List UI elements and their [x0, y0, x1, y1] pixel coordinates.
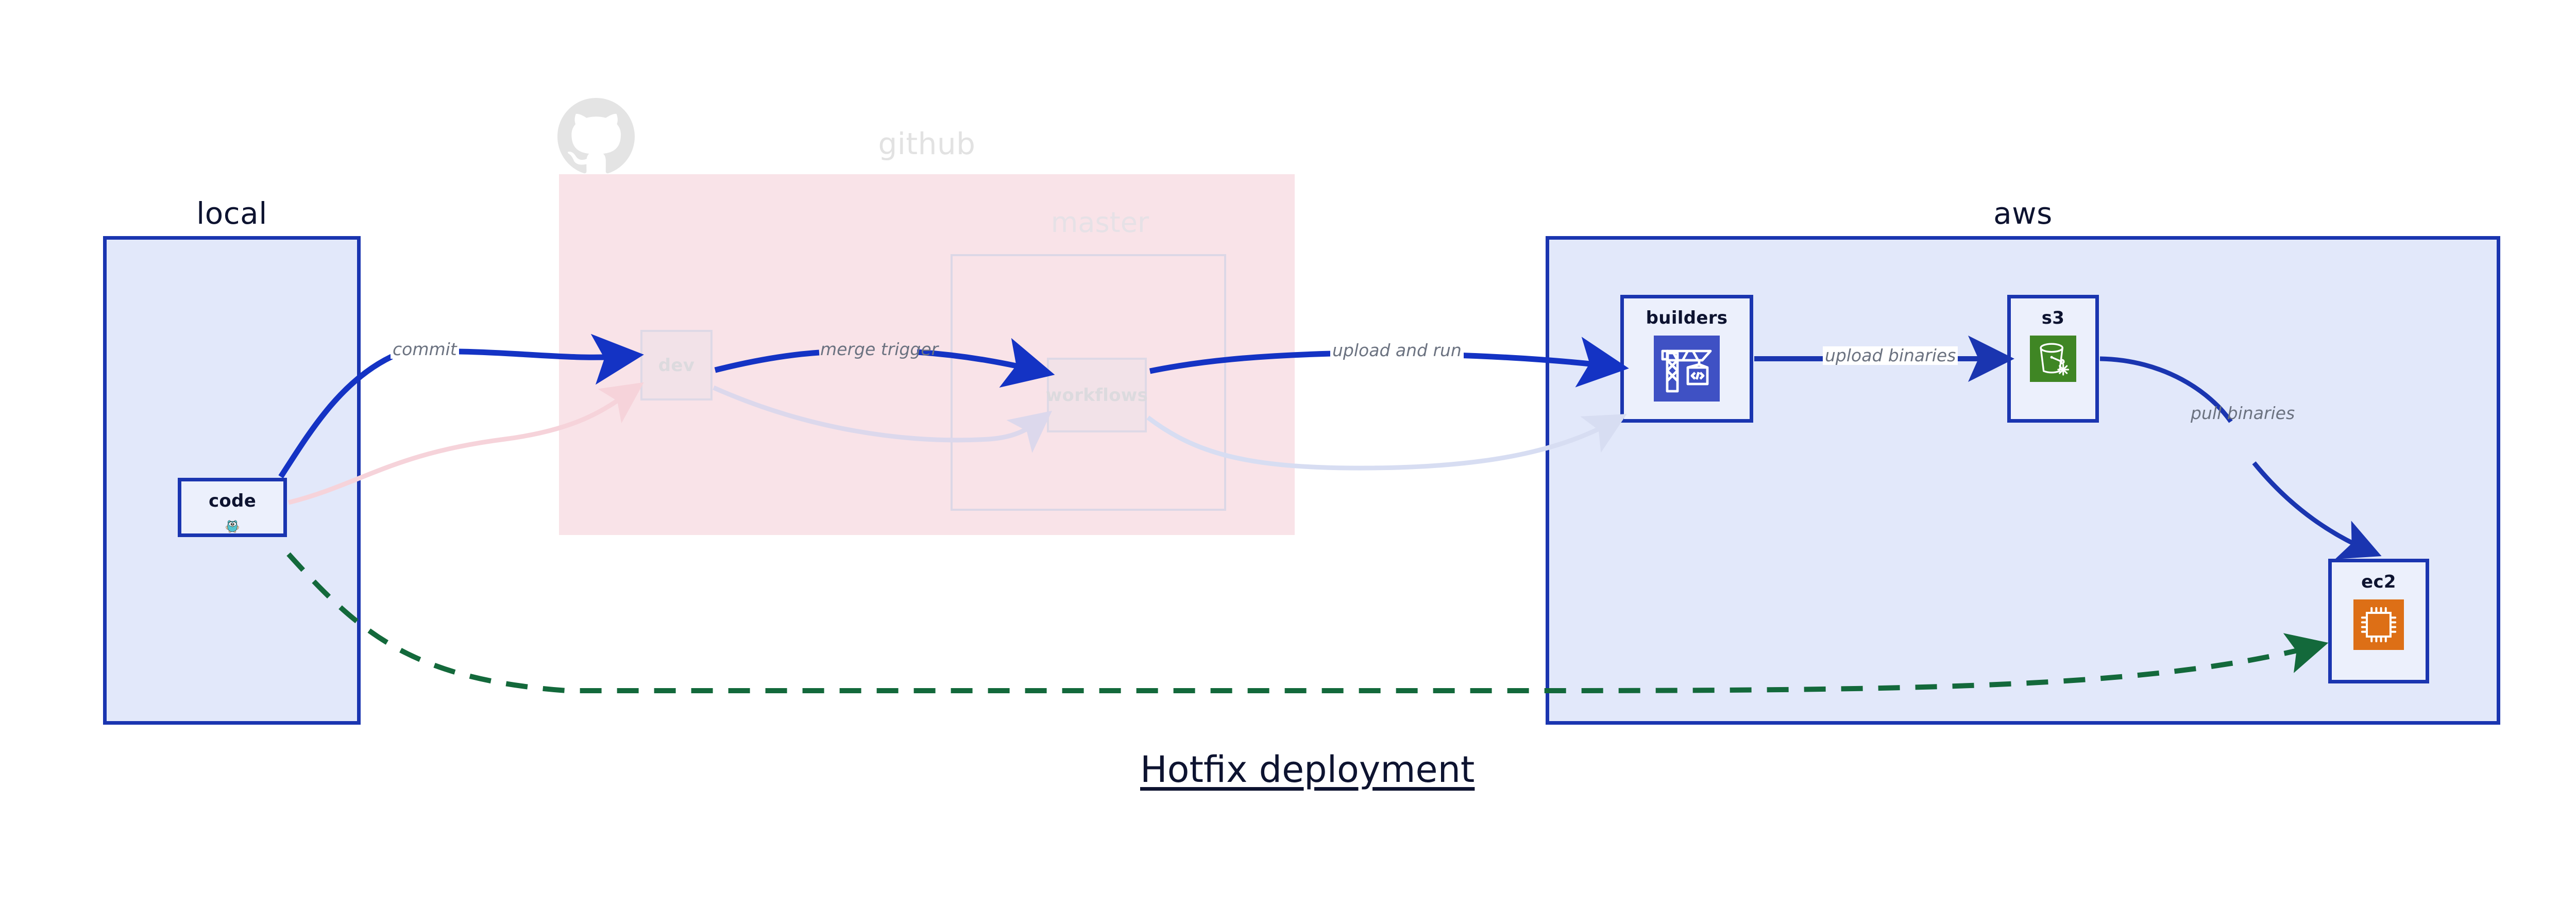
github-octocat-icon [557, 98, 635, 174]
crane-code-icon [1654, 336, 1720, 402]
cpu-chip-icon [2353, 599, 2404, 650]
node-s3[interactable]: s3 [2007, 295, 2099, 423]
node-dev[interactable]: dev [640, 330, 713, 400]
page-title: Hotfix deployment [1140, 748, 1475, 791]
node-s3-label: s3 [2041, 308, 2065, 328]
node-builders[interactable]: builders [1620, 295, 1753, 423]
group-title-github: github [878, 126, 976, 161]
subgroup-master [951, 254, 1226, 511]
node-workflows[interactable]: workflows [1045, 358, 1148, 432]
group-title-aws: aws [1993, 196, 2053, 231]
node-ec2-label: ec2 [2361, 572, 2396, 592]
node-ec2[interactable]: ec2 [2328, 559, 2429, 683]
edge-label-upload-binaries: upload binaries [1823, 346, 1958, 365]
node-dev-label: dev [658, 355, 695, 376]
go-gopher-icon [226, 520, 239, 533]
group-title-local: local [196, 196, 267, 231]
subgroup-title-master: master [1050, 206, 1149, 239]
s3-bucket-icon [2030, 336, 2076, 382]
node-workflows-label: workflows [1045, 385, 1148, 406]
edge-label-upload-and-run: upload and run [1330, 341, 1464, 360]
node-code[interactable]: code [178, 478, 287, 537]
edge-label-commit: commit [391, 340, 459, 359]
node-builders-label: builders [1646, 308, 1728, 328]
edge-label-pull-binaries: pull binaries [2191, 403, 2295, 423]
node-code-label: code [208, 491, 257, 511]
edge-label-merge-trigger: merge trigger [820, 339, 939, 359]
